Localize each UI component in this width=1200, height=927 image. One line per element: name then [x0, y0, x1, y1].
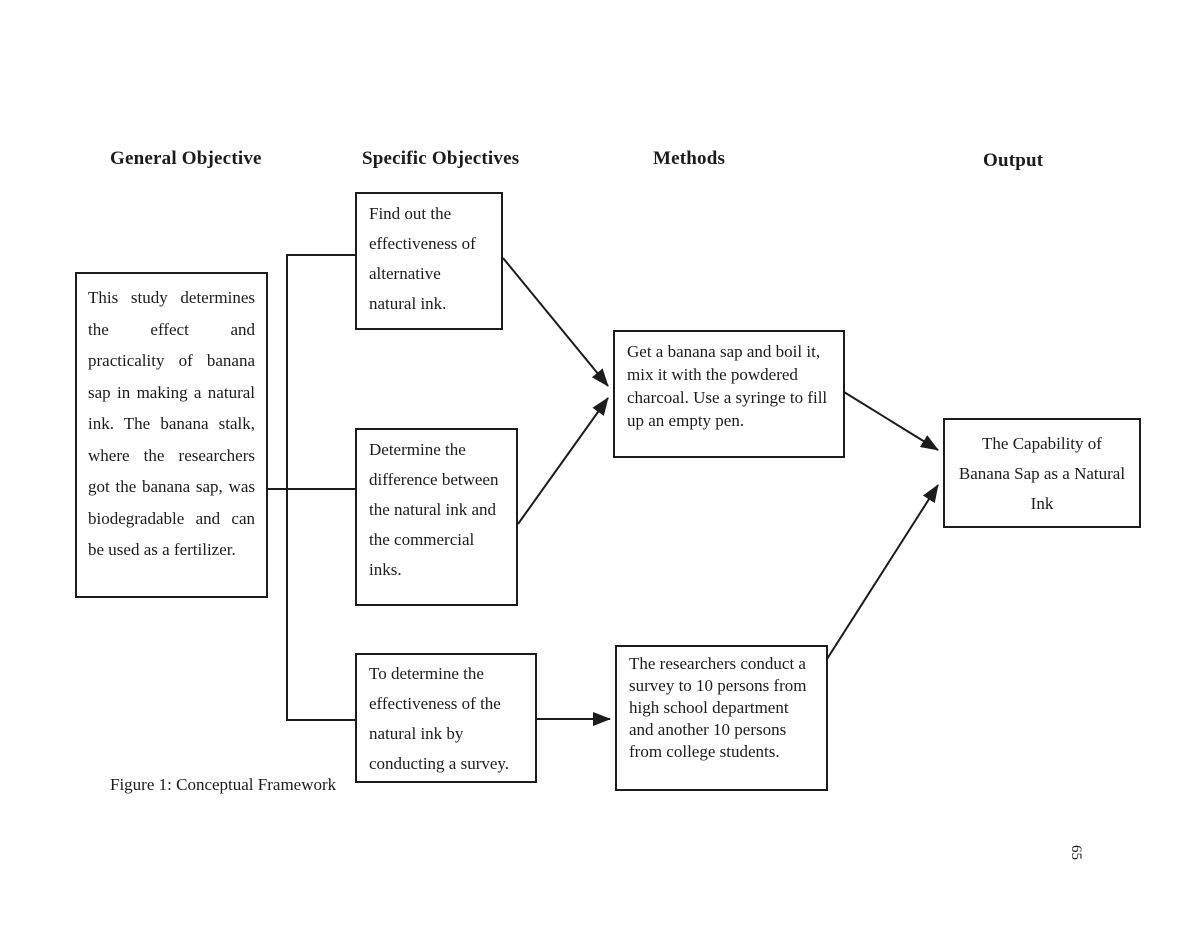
general-objective-box: This study determines the effect and pra…	[75, 272, 268, 598]
column-header-specific-objectives: Specific Objectives	[362, 148, 520, 169]
method-1-box: Get a banana sap and boil it, mix it wit…	[613, 330, 845, 458]
output-box: The Capability of Banana Sap as a Natura…	[943, 418, 1141, 528]
arrow-so2-to-method1	[517, 397, 609, 525]
figure-caption: Figure 1: Conceptual Framework	[110, 775, 337, 794]
specific-objective-1-box: Find out the effectiveness of alternativ…	[355, 192, 503, 330]
arrow-method1-to-output	[843, 391, 939, 451]
column-header-output: Output	[983, 150, 1044, 171]
column-header-methods: Methods	[653, 148, 726, 169]
page-number: 65	[1068, 845, 1084, 860]
arrow-so1-to-method1	[502, 257, 609, 387]
method-2-box: The researchers conduct a survey to 10 p…	[615, 645, 828, 791]
specific-objective-3-box: To determine the effectiveness of the na…	[355, 653, 537, 783]
arrow-method2-to-output	[826, 484, 939, 660]
specific-objective-2-box: Determine the difference between the nat…	[355, 428, 518, 606]
column-header-general-objective: General Objective	[110, 148, 262, 169]
